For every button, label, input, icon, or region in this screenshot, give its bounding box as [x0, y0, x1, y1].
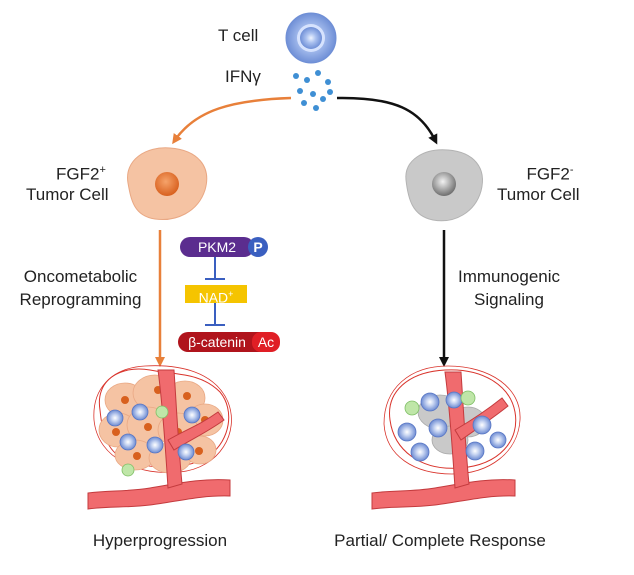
beta-catenin-pill — [178, 332, 280, 352]
response-label: Partial/ Complete Response — [334, 531, 546, 550]
fgf2-positive-label: FGF2+ — [40, 160, 122, 185]
hyperprogression-tumor-icon — [87, 365, 232, 510]
nad-label: NAD+ — [185, 285, 247, 307]
fgf2-negative-name: FGF2 — [526, 164, 570, 184]
acetyl-label: Ac — [257, 334, 275, 350]
fgf2-negative-label: FGF2- — [510, 160, 590, 185]
fgf2-negative-tumor-cell-label: Tumor Cell — [497, 185, 580, 204]
beta-catenin-label: β-catenin — [188, 334, 246, 350]
ifn-gamma-label: IFNγ — [225, 67, 261, 86]
fgf2-positive-name: FGF2 — [56, 164, 100, 184]
nad-text: NAD — [198, 289, 229, 306]
fgf2-negative-tumor-cell-icon — [405, 149, 483, 222]
arrow-to-fgf2-negative — [336, 96, 438, 145]
phospho-label: P — [253, 239, 263, 255]
hyperprogression-label: Hyperprogression — [92, 531, 228, 550]
pkm2-pill — [180, 237, 268, 257]
fgf2-positive-tumor-cell-icon — [127, 147, 208, 221]
signaling-label: Signaling — [474, 290, 544, 309]
fgf2-positive-sup: + — [99, 164, 106, 176]
fgf2-positive-tumor-cell-label: Tumor Cell — [26, 185, 109, 204]
response-tumor-icon — [371, 365, 521, 510]
t-cell-label: T cell — [218, 26, 258, 45]
immunogenic-label: Immunogenic — [457, 267, 561, 286]
reprogramming-label: Reprogramming — [19, 290, 142, 309]
nad-sup: + — [228, 289, 234, 299]
fgf2-negative-sup: - — [569, 164, 574, 176]
nad-box — [185, 285, 247, 303]
arrow-to-fgf2-positive — [172, 96, 292, 145]
t-cell-icon — [285, 12, 337, 64]
pkm2-label: PKM2 — [197, 239, 237, 255]
ifn-gamma-dots — [293, 70, 333, 111]
oncometabolic-label: Oncometabolic — [23, 267, 138, 286]
